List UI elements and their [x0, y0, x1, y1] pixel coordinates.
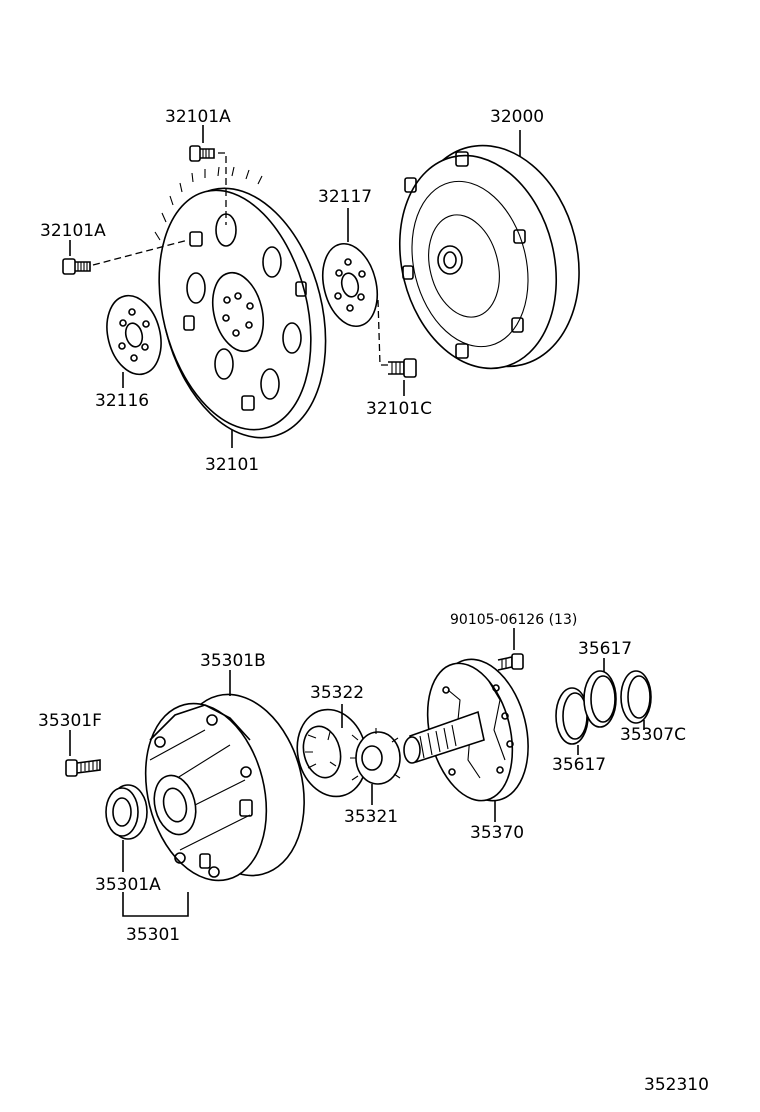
assembly-bracket-35301 — [122, 892, 189, 917]
label-32116: 32116 — [95, 391, 149, 411]
label-35301B: 35301B — [200, 651, 266, 671]
label-32101A-left: 32101A — [40, 221, 106, 241]
stator-shaft-35370 — [403, 658, 529, 822]
seal-ring-35617-a — [555, 687, 589, 755]
label-32101A-top: 32101A — [165, 107, 231, 127]
bolt-32101C — [377, 299, 417, 396]
label-35301F: 35301F — [38, 711, 102, 731]
spacer-32116 — [106, 294, 162, 388]
label-32101: 32101 — [205, 455, 259, 475]
label-90105-06126: 90105-06126 (13) — [450, 612, 577, 628]
plate-32117 — [322, 208, 378, 328]
driven-gear-35322 — [296, 704, 368, 798]
label-32000: 32000 — [490, 107, 544, 127]
label-35321: 35321 — [344, 807, 398, 827]
label-35301A: 35301A — [95, 875, 161, 895]
torque-converter-32000 — [398, 130, 580, 370]
label-35617-bottom: 35617 — [552, 755, 606, 775]
label-35301: 35301 — [126, 925, 180, 945]
label-35322: 35322 — [310, 683, 364, 703]
bolt-90105-06126 — [497, 628, 524, 671]
label-32117: 32117 — [318, 187, 372, 207]
drive-plate-32101 — [154, 166, 327, 448]
oil-pump-body-35301B — [144, 670, 305, 882]
label-35370: 35370 — [470, 823, 524, 843]
bolt-35301F — [65, 730, 101, 777]
bolt-32101A-left — [62, 239, 189, 275]
seal-ring-35617-b — [583, 658, 617, 728]
snap-ring-35307C — [620, 670, 652, 730]
bolt-32101A-top — [189, 125, 227, 225]
oil-seal-35301A — [105, 784, 148, 872]
label-35617-top: 35617 — [578, 639, 632, 659]
label-35307C: 35307C — [620, 725, 686, 745]
label-32101C: 32101C — [366, 399, 432, 419]
drive-gear-35321 — [350, 728, 401, 805]
diagram-id: 352310 — [644, 1075, 709, 1095]
